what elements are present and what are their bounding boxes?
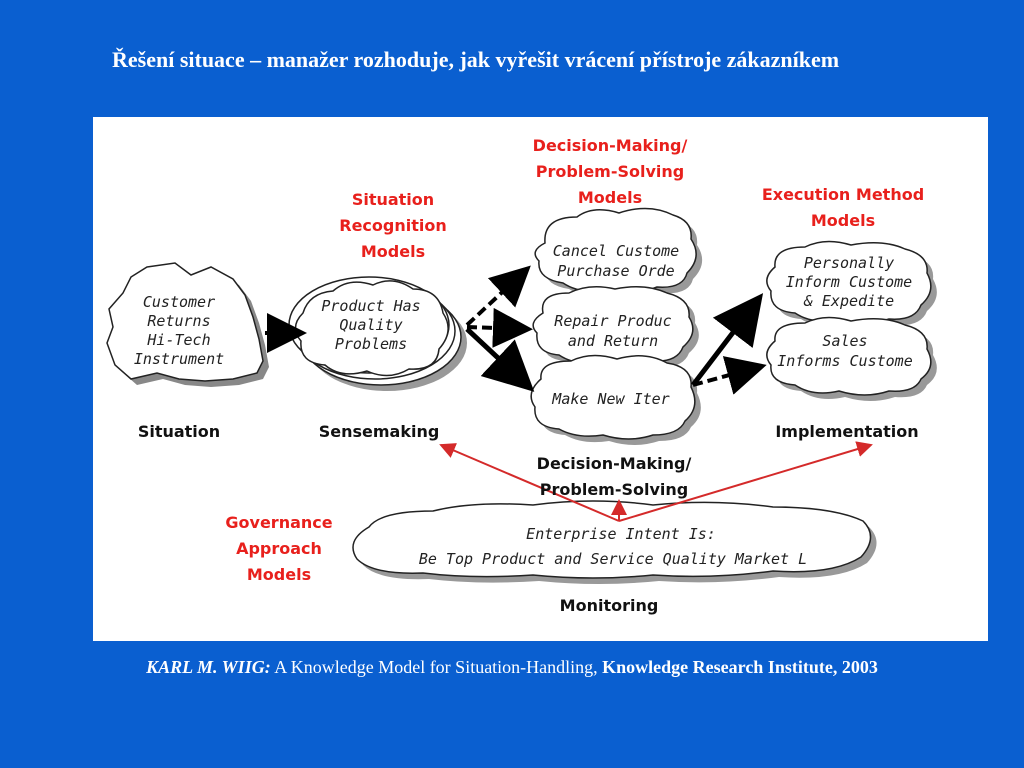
shape-text: Purchase Orde [557,262,674,280]
arrow-new-to-personal [691,293,764,387]
shape-text: Informs Custome [777,352,912,370]
exec-sales-cloud: Sales Informs Custome [766,316,937,401]
shape-text: & Expedite [803,292,894,310]
sensemaking-cloud: Product Has Quality Problems [288,276,467,391]
shape-text: Inform Custome [786,273,912,291]
feedback-to-implementation [618,441,873,522]
situation-shape: Customer Returns Hi-Tech Instrument [106,262,269,387]
monitoring-cloud: Enterprise Intent Is: Be Top Product and… [352,500,877,584]
citation-work: A Knowledge Model for Situation-Handling… [270,657,603,677]
shape-text: Returns [147,312,210,330]
shape-text: Quality [339,316,402,334]
shape-text: Customer [143,293,215,311]
option-cancel-cloud: Cancel Custome Purchase Orde [534,207,703,299]
category-title-line: Decision-Making/ [533,136,688,155]
shape-text: Sales [822,332,867,350]
flow-arrows [265,265,767,395]
category-title-line: Models [578,188,642,207]
category-title-execution-method: Execution Method Models [762,185,924,230]
shape-text: Personally [804,254,894,272]
category-title-line: Execution Method [762,185,924,204]
stage-label-implementation: Implementation [775,422,918,441]
slide-title: Řešení situace – manažer rozhoduje, jak … [112,47,840,72]
category-title-line: Approach [236,539,322,558]
diagram-panel: Situation Recognition Models Decision-Ma… [93,117,988,641]
citation-institution: Knowledge Research Institute, 2003 [602,657,878,677]
shape-text: Instrument [134,350,224,368]
category-title-situation-recognition: Situation Recognition Models [339,190,447,261]
shape-text: Be Top Product and Service Quality Marke… [419,550,807,568]
feedback-to-sensemaking [439,443,620,522]
stage-label-monitoring: Monitoring [560,596,659,615]
shape-text: Enterprise Intent Is: [526,525,716,543]
category-title-line: Models [361,242,425,261]
shape-text: and Return [568,332,658,350]
category-title-line: Situation [352,190,434,209]
shape-text: Cancel Custome [553,242,679,260]
exec-personal-cloud: Personally Inform Custome & Expedite [766,240,937,329]
category-title-decision-making: Decision-Making/ Problem-Solving Models [533,136,688,207]
category-title-line: Recognition [339,216,447,235]
stage-label-situation: Situation [138,422,220,441]
category-title-governance: Governance Approach Models [225,513,332,584]
stage-label-decision-line: Problem-Solving [540,480,688,499]
category-title-line: Problem-Solving [536,162,684,181]
shape-text: Repair Produc [554,312,671,330]
category-title-line: Governance [225,513,332,532]
category-title-line: Models [811,211,875,230]
arrow-to-new [465,327,535,392]
feedback-arrows [439,441,873,522]
arrow-to-cancel [465,265,531,327]
citation-author: KARL M. WIIG: [146,657,271,677]
shape-text: Problems [335,335,407,353]
stage-label-decision-line: Decision-Making/ [537,454,692,473]
category-title-line: Models [247,565,311,584]
stage-label-sensemaking: Sensemaking [319,422,440,441]
arrow-to-repair [466,307,533,348]
shape-text: Make New Iter [551,390,669,408]
arrow-new-to-sales [692,356,767,395]
citation: KARL M. WIIG: A Knowledge Model for Situ… [0,657,1024,678]
shape-text: Product Has [321,297,420,315]
option-new-cloud: Make New Iter [530,354,701,445]
shape-text: Hi-Tech [146,331,210,349]
knowledge-model-diagram: Situation Recognition Models Decision-Ma… [106,136,937,615]
option-repair-cloud: Repair Produc and Return [532,286,699,371]
